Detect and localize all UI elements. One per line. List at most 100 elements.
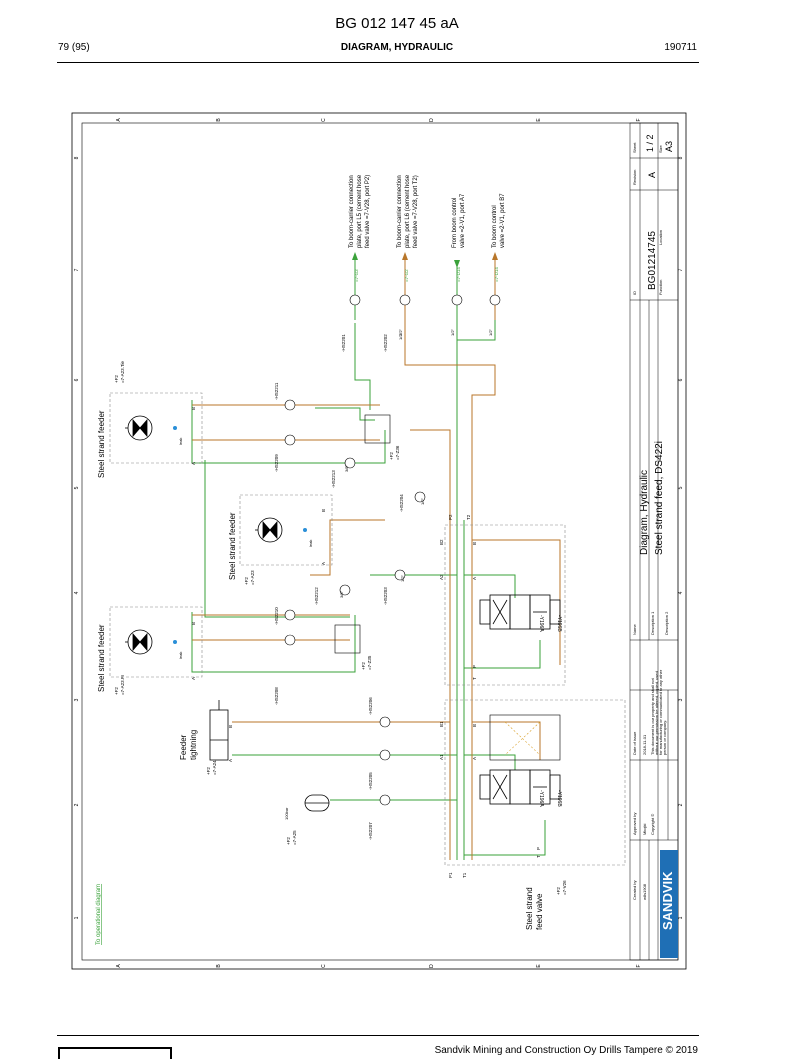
svg-text:2018-11-01: 2018-11-01 xyxy=(642,734,647,755)
svg-text:-HS2206: -HS2206 xyxy=(368,697,373,715)
svg-text:1/2": 1/2" xyxy=(398,328,403,336)
svg-text:=7-A23.Fr: =7-A23.Fr xyxy=(120,674,125,695)
valve-label: feed valve xyxy=(535,893,544,930)
col-label: 6 xyxy=(74,378,80,381)
svg-text:A: A xyxy=(472,757,477,760)
svg-text:Revision: Revision xyxy=(632,170,637,185)
svg-text:1/2": 1/2" xyxy=(450,328,455,336)
svg-text:3/8": 3/8" xyxy=(344,464,349,472)
svg-text:+F2: +F2 xyxy=(114,375,119,383)
svg-text:Function: Function xyxy=(658,280,663,295)
svg-text:B: B xyxy=(191,407,196,410)
svg-text:ID: ID xyxy=(632,291,637,295)
svg-text:feed valve =7-V28, port P2): feed valve =7-V28, port P2) xyxy=(365,175,371,248)
svg-text:-HS2203: -HS2203 xyxy=(383,587,388,605)
feeder-label-mid: Steel strand feeder xyxy=(228,512,237,580)
title-block xyxy=(629,122,679,961)
svg-text:=7-Z36: =7-Z36 xyxy=(395,445,400,460)
svg-text:plate, port L6 (cement hose: plate, port L6 (cement hose xyxy=(405,174,411,248)
svg-text:valve =2-V1, port B7: valve =2-V1, port B7 xyxy=(500,193,506,248)
operational-diagram-link: To operational diagram xyxy=(96,884,102,945)
svg-text:+F2: +F2 xyxy=(286,837,291,845)
row-label: F xyxy=(636,118,642,121)
svg-text:person or company.: person or company. xyxy=(662,720,667,755)
component-boxes xyxy=(109,392,626,866)
valve-label: Steel strand xyxy=(525,887,534,930)
svg-text:P: P xyxy=(472,665,477,668)
feeder-tightning-label: tightning xyxy=(189,730,198,760)
svg-text:3/8": 3/8" xyxy=(339,590,344,598)
revision: A xyxy=(647,172,657,178)
svg-text:w8s1908: w8s1908 xyxy=(642,883,647,900)
svg-text:1/2": 1/2" xyxy=(420,497,425,505)
svg-text:Description 2: Description 2 xyxy=(664,611,669,635)
col-label: 7 xyxy=(678,268,684,271)
sheet: 1 / 2 xyxy=(645,134,655,152)
svg-text:Created by: Created by xyxy=(632,880,637,900)
footer-logo xyxy=(58,1047,172,1059)
svg-text:P2: P2 xyxy=(448,514,453,520)
svg-text:+F2: +F2 xyxy=(556,887,561,895)
svg-text:A: A xyxy=(228,759,233,762)
svg-text:1/2": 1/2" xyxy=(488,328,493,336)
svg-text:+F2: +F2 xyxy=(389,452,394,460)
col-label: 2 xyxy=(74,803,80,806)
svg-text:Sheet: Sheet xyxy=(632,142,637,153)
row-label: D xyxy=(429,964,435,968)
directional-valve xyxy=(479,594,561,805)
svg-text:feed valve =7-V28, port T2): feed valve =7-V28, port T2) xyxy=(413,175,419,248)
svg-text:Description 1: Description 1 xyxy=(650,611,655,635)
svg-text:-HS2209: -HS2209 xyxy=(274,454,279,472)
row-label: C xyxy=(321,964,327,968)
svg-text:This document is our property: This document is our property and shall … xyxy=(650,677,655,755)
svg-text:-HS2210: -HS2210 xyxy=(274,607,279,625)
svg-text:B: B xyxy=(228,725,233,728)
svg-text:A1: A1 xyxy=(439,754,444,760)
svg-text:P: P xyxy=(536,847,541,850)
feeder-tightning-cylinder xyxy=(209,700,229,761)
svg-text:Name: Name xyxy=(632,624,637,635)
row-label: F xyxy=(636,964,642,967)
svg-text:-HS2212: -HS2212 xyxy=(314,587,319,605)
svg-text:+F2: +F2 xyxy=(206,767,211,775)
col-label: 3 xyxy=(74,698,80,701)
svg-text:To boom-carrier connection: To boom-carrier connection xyxy=(349,175,355,248)
outer-frame xyxy=(71,112,687,970)
svg-text:B2: B2 xyxy=(439,539,444,545)
col-label: 8 xyxy=(74,156,80,159)
svg-text:=7-A23: =7-A23 xyxy=(250,570,255,585)
svg-text:Copyright ©: Copyright © xyxy=(650,814,655,835)
svg-text:To boom-carrier connection: To boom-carrier connection xyxy=(397,175,403,248)
row-label: B xyxy=(216,964,222,968)
svg-text:B1: B1 xyxy=(439,721,444,727)
svg-text:Mkojki: Mkojki xyxy=(642,824,647,835)
row-label: A xyxy=(116,118,122,122)
diagram-title-2: Steel strand feed, DS422i xyxy=(654,441,665,555)
svg-text:P1: P1 xyxy=(448,872,453,878)
svg-text:B: B xyxy=(472,724,477,727)
col-label: 8 xyxy=(678,156,684,159)
svg-text:Location: Location xyxy=(658,230,663,245)
svg-text:plate, port L5 (cement hose: plate, port L5 (cement hose xyxy=(357,174,363,248)
hose-fittings xyxy=(284,294,501,806)
feeder-motor xyxy=(125,415,283,655)
svg-text:A: A xyxy=(321,562,326,565)
col-label: 5 xyxy=(74,486,80,489)
feeder-label-bot: Steel strand feeder xyxy=(97,624,106,692)
col-label: 2 xyxy=(678,803,684,806)
svg-text:=7-A25: =7-A25 xyxy=(292,830,297,845)
svg-text:for manufacturing or communica: for manufacturing or communicated to any… xyxy=(658,669,663,755)
svg-text:leak: leak xyxy=(178,438,183,445)
svg-text:=7-G2: =7-G2 xyxy=(404,269,409,282)
svg-text:-HS2211: -HS2211 xyxy=(274,382,279,400)
row-label: B xyxy=(216,118,222,122)
svg-text:To boom control: To boom control xyxy=(492,205,498,248)
col-label: 7 xyxy=(74,268,80,271)
svg-text:-HS2208: -HS2208 xyxy=(274,687,279,705)
footer-copyright: Sandvik Mining and Construction Oy Drill… xyxy=(434,1045,698,1056)
sandvik-logo: SANDVIK xyxy=(660,871,675,930)
manifold-blocks xyxy=(334,414,391,654)
svg-text:=7-A24: =7-A24 xyxy=(212,760,217,775)
svg-text:Size: Size xyxy=(658,144,663,153)
col-label: 1 xyxy=(74,916,80,919)
